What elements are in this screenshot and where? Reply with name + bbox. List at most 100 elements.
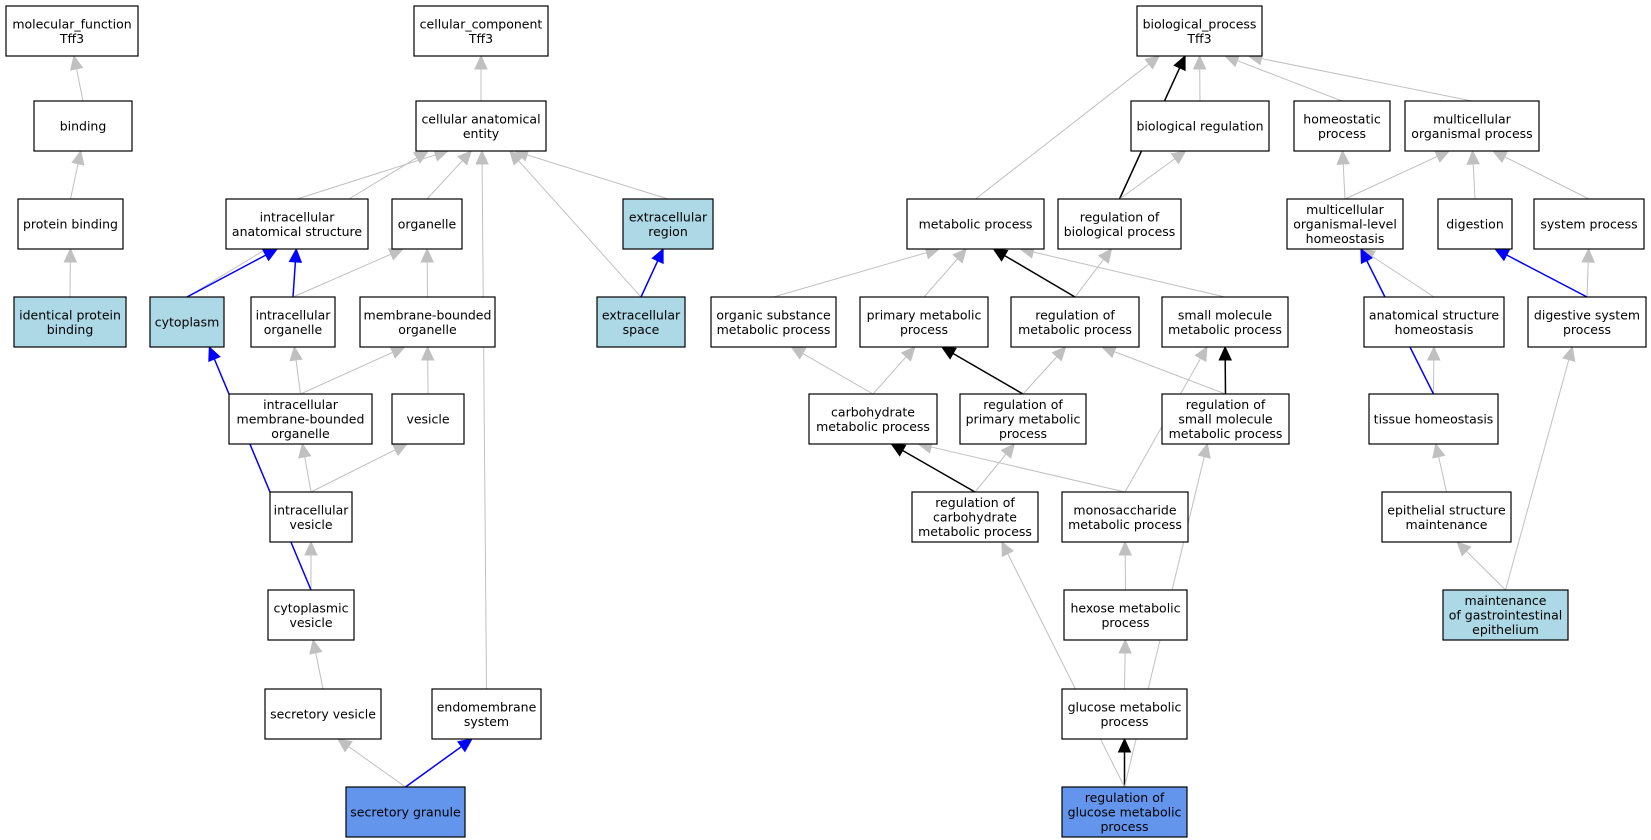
node-box-metab[interactable] (906, 198, 1045, 250)
node-box-molh[interactable] (1286, 198, 1404, 250)
node-box-cae[interactable] (415, 100, 547, 152)
node-box-ias[interactable] (225, 198, 369, 250)
node-box-breg[interactable] (1130, 100, 1270, 152)
node-sg[interactable]: secretory granule (345, 786, 466, 838)
node-box-identical_protein_binding[interactable] (13, 296, 127, 348)
node-box-th[interactable] (1368, 393, 1499, 445)
node-box-bp[interactable] (1136, 5, 1263, 57)
node-box-cv[interactable] (267, 589, 355, 641)
node-box-sv[interactable] (264, 688, 382, 740)
node-box-digestion[interactable] (1437, 198, 1513, 250)
node-box-mop[interactable] (1404, 100, 1540, 152)
node-box-es[interactable] (431, 688, 542, 740)
node-cytoplasm[interactable]: cytoplasm (149, 296, 225, 348)
node-box-rcmp[interactable] (911, 491, 1039, 543)
node-vesicle[interactable]: vesicle (391, 393, 465, 445)
node-box-ecs[interactable] (596, 296, 686, 348)
edge-mge-to-dsp (1505, 359, 1570, 591)
arrowhead-cv-to-iv (304, 540, 318, 556)
node-box-hmp[interactable] (1063, 589, 1188, 641)
node-box-ecr[interactable] (622, 198, 714, 250)
node-breg[interactable]: biological regulation (1130, 100, 1270, 152)
node-box-sysp[interactable] (1533, 198, 1645, 250)
node-metab[interactable]: metabolic process (906, 198, 1045, 250)
node-box-cytoplasm[interactable] (149, 296, 225, 348)
node-label-rgmp: regulation of (1085, 790, 1165, 805)
node-box-rpmp[interactable] (959, 393, 1087, 445)
node-box-homeo[interactable] (1293, 100, 1391, 152)
node-digestion[interactable]: digestion (1437, 198, 1513, 250)
node-box-binding[interactable] (33, 100, 133, 152)
node-box-mge[interactable] (1442, 589, 1569, 641)
node-box-osmp[interactable] (710, 296, 837, 348)
node-box-organelle[interactable] (391, 198, 463, 250)
node-box-sg[interactable] (345, 786, 466, 838)
node-protein_binding[interactable]: protein binding (17, 198, 124, 250)
node-box-rbp[interactable] (1057, 198, 1182, 250)
node-box-mf[interactable] (5, 5, 139, 57)
node-box-io[interactable] (250, 296, 336, 348)
node-box-pmp[interactable] (859, 296, 989, 348)
node-box-vesicle[interactable] (391, 393, 465, 445)
node-sysp[interactable]: system process (1533, 198, 1645, 250)
node-box-smmp[interactable] (1161, 296, 1289, 348)
node-th[interactable]: tissue homeostasis (1368, 393, 1499, 445)
node-box-rsmmp[interactable] (1161, 393, 1290, 445)
node-box-dsp[interactable] (1527, 296, 1647, 348)
node-box-imbo[interactable] (228, 393, 373, 445)
node-box-cc[interactable] (413, 5, 549, 57)
node-organelle[interactable]: organelle (391, 198, 463, 250)
node-label-ash: homeostasis (1395, 322, 1474, 337)
node-box-msmp[interactable] (1061, 491, 1189, 543)
node-box-ash[interactable] (1363, 296, 1505, 348)
node-binding[interactable]: binding (33, 100, 133, 152)
node-sv[interactable]: secretory vesicle (264, 688, 382, 740)
node-box-gmp[interactable] (1061, 688, 1188, 740)
node-box-esm[interactable] (1381, 491, 1512, 543)
node-box-iv[interactable] (269, 491, 353, 543)
node-label-mge: maintenance (1465, 593, 1547, 608)
node-box-protein_binding[interactable] (17, 198, 124, 250)
arrowhead-cytoplasm-to-ias (262, 248, 279, 262)
arrowhead-sysp-to-mop (1491, 150, 1509, 164)
node-box-rmp[interactable] (1010, 296, 1140, 348)
node-box-rgmp[interactable] (1061, 786, 1188, 838)
node-box-mbo[interactable] (359, 296, 496, 348)
node-box-cmp[interactable] (808, 393, 938, 445)
